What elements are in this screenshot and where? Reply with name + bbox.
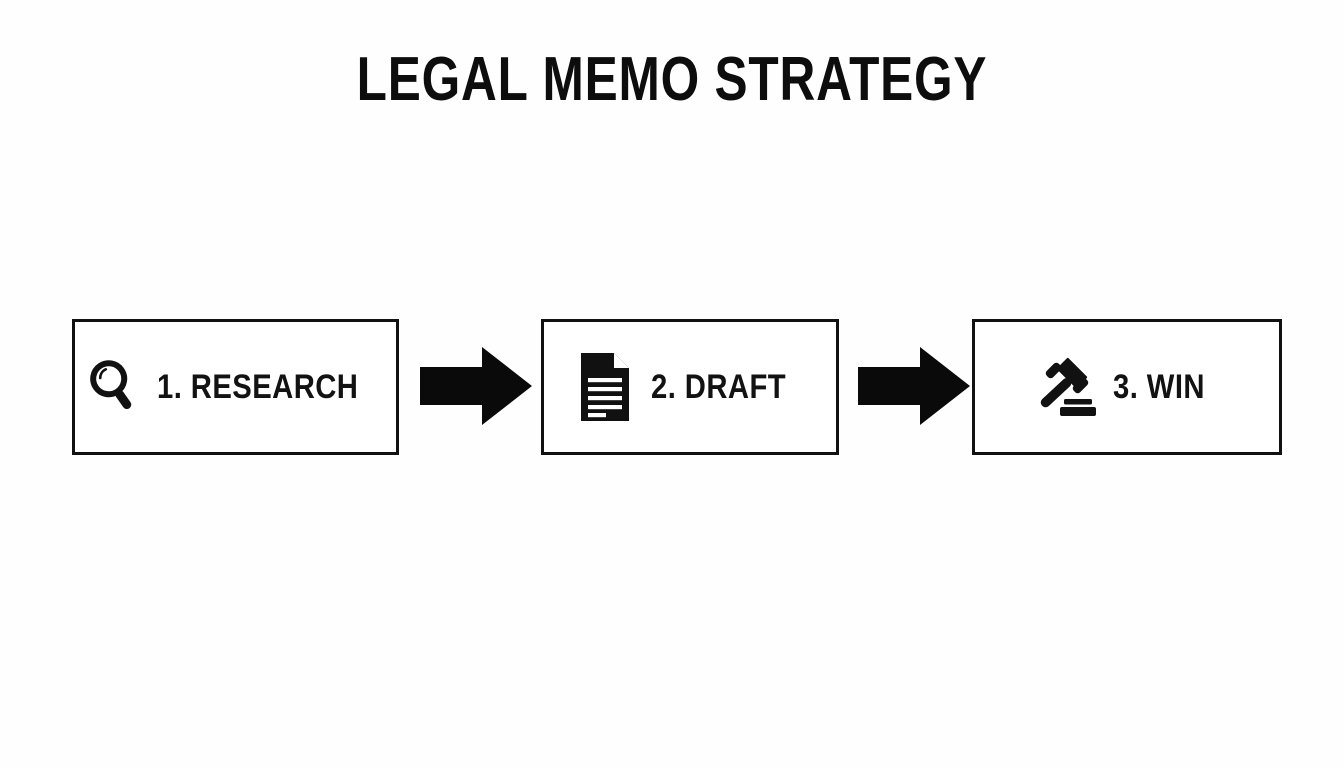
document-icon [573, 351, 637, 423]
process-flow: 1. RESEARCH 2. DRAFT [72, 319, 1282, 455]
gavel-icon [1035, 351, 1099, 423]
step-label-draft: 2. DRAFT [650, 368, 786, 406]
magnifying-glass-icon [79, 351, 143, 423]
page-title: LEGAL MEMO STRATEGY [356, 45, 988, 114]
right-arrow-icon [420, 347, 532, 425]
step-label-research: 1. RESEARCH [157, 368, 359, 406]
step-box-draft[interactable]: 2. DRAFT [541, 319, 839, 455]
step-box-research[interactable]: 1. RESEARCH [72, 319, 399, 455]
step-label-win: 3. WIN [1112, 368, 1205, 406]
step-box-win[interactable]: 3. WIN [972, 319, 1282, 455]
right-arrow-icon [858, 347, 970, 425]
